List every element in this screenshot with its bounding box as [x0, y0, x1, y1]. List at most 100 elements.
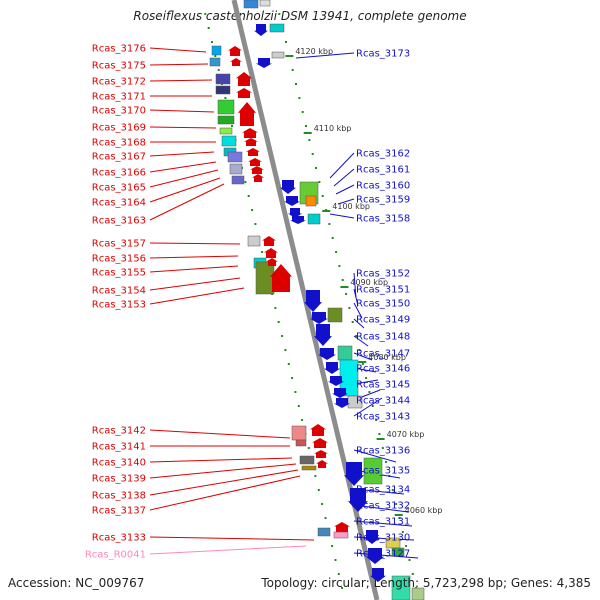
minus-strand-arrow — [262, 236, 276, 246]
guide-dot-right — [295, 83, 297, 85]
leader-line-left — [149, 429, 291, 439]
gene-label-left: Rcas_3168 — [92, 138, 146, 149]
guide-dot-left — [334, 559, 337, 561]
guide-dot-left — [287, 363, 290, 365]
gene-label-right: Rcas_3145 — [356, 380, 410, 391]
guide-dot-right — [285, 41, 287, 43]
guide-dot-right — [355, 335, 358, 337]
guide-dot-right — [358, 349, 361, 351]
minus-strand-arrow — [236, 88, 252, 98]
gene-label-left: Rcas_3137 — [92, 506, 146, 517]
guide-dot-right — [348, 307, 351, 309]
guide-dot-right — [311, 153, 314, 155]
guide-dot-right — [315, 167, 317, 169]
leader-line-left — [149, 109, 215, 113]
gene-label-right: Rcas_3173 — [356, 49, 410, 60]
plus-strand-arrow — [290, 216, 306, 224]
gene-box-top — [243, 0, 259, 9]
guide-dot-left — [251, 209, 254, 211]
guide-dot-left — [231, 125, 233, 127]
leader-line-left — [149, 151, 215, 157]
guide-dot-left — [217, 69, 220, 71]
gene-label-left: Rcas_R0041 — [85, 550, 146, 561]
leader-line-left — [149, 475, 301, 511]
gene-box-lower-left — [301, 465, 317, 471]
minus-strand-arrow — [236, 72, 252, 86]
leader-line-right — [337, 198, 355, 205]
gene-label-right: Rcas_3161 — [356, 165, 410, 176]
guide-dot-right — [368, 391, 371, 393]
gene-label-left: Rcas_3156 — [92, 254, 146, 265]
gene-label-left: Rcas_3139 — [92, 474, 146, 485]
gene-label-left: Rcas_3154 — [92, 286, 146, 297]
leader-line-right — [353, 288, 359, 307]
minus-strand-arrow — [252, 174, 264, 182]
minus-strand-arrow — [310, 424, 326, 436]
plus-strand-arrow — [324, 362, 340, 374]
minus-strand-arrow — [228, 46, 242, 56]
gene-label-right: Rcas_3132 — [356, 501, 410, 512]
gene-label-right: Rcas_3148 — [356, 332, 410, 343]
gene-box-lower-left — [295, 439, 307, 447]
gene-label-left: Rcas_3171 — [92, 92, 146, 103]
guide-dot-left — [207, 27, 210, 29]
guide-dot-left — [254, 223, 257, 225]
gene-label-left: Rcas_3176 — [92, 44, 146, 55]
plus-strand-arrow — [254, 24, 268, 36]
guide-dot-left — [274, 307, 277, 309]
leader-line-left — [149, 265, 239, 273]
guide-dot-right — [411, 573, 414, 575]
gene-label-right: Rcas_3160 — [356, 181, 410, 192]
gene-label-right: Rcas_3149 — [356, 315, 410, 326]
scale-tick-label: 4080 kbp — [368, 353, 406, 362]
guide-dot-left — [291, 377, 294, 379]
guide-dot-left — [244, 181, 247, 183]
guide-dot-right — [351, 321, 354, 323]
gene-box-right — [327, 307, 343, 323]
plus-strand-arrow — [348, 488, 368, 512]
guide-dot-right — [405, 545, 408, 547]
gene-label-left: Rcas_3169 — [92, 123, 146, 134]
gene-label-right: Rcas_3162 — [356, 149, 410, 160]
minus-strand-arrow — [314, 450, 328, 458]
leader-line-left — [149, 463, 297, 479]
leader-line-left — [149, 63, 209, 66]
leader-line-left — [149, 126, 217, 129]
gene-label-left: Rcas_3170 — [92, 106, 146, 117]
guide-dot-left — [337, 573, 340, 575]
leader-line-left — [149, 457, 293, 463]
plus-strand-arrow — [304, 290, 322, 312]
leader-line-left — [149, 161, 217, 173]
gene-box-right — [391, 575, 411, 600]
gene-box-upper-left — [227, 151, 243, 163]
gene-label-left: Rcas_3155 — [92, 268, 146, 279]
leader-line-left — [149, 255, 239, 259]
leader-line-left — [149, 47, 207, 53]
gene-label-left: Rcas_3133 — [92, 533, 146, 544]
guide-dot-left — [341, 587, 344, 589]
plus-strand-arrow — [328, 376, 344, 386]
minus-strand-arrow — [334, 522, 350, 532]
gene-label-right: Rcas_3147 — [356, 349, 410, 360]
plus-strand-arrow — [332, 388, 348, 398]
gene-box-upper-left — [215, 85, 231, 95]
minus-strand-arrow — [230, 58, 242, 66]
leader-line-right — [295, 52, 355, 59]
gene-label-left: Rcas_3138 — [92, 491, 146, 502]
genome-summary-text: Topology: circular; Length: 5,723,298 bp… — [261, 576, 591, 590]
gene-box-lower-left — [317, 527, 331, 537]
gene-label-left: Rcas_3167 — [92, 152, 146, 163]
leader-line-left — [149, 287, 245, 305]
guide-dot-right — [338, 265, 341, 267]
guide-dot-left — [281, 335, 284, 337]
gene-label-left: Rcas_3164 — [92, 198, 146, 209]
gene-box-upper-left — [229, 163, 243, 175]
gene-label-left: Rcas_3140 — [92, 458, 146, 469]
gene-label-right: Rcas_3146 — [356, 364, 410, 375]
gene-label-right: Rcas_3152 — [356, 269, 410, 280]
guide-dot-right — [365, 377, 368, 379]
leader-line-right — [329, 213, 355, 219]
guide-dot-left — [211, 41, 213, 43]
leader-line-right — [353, 552, 419, 559]
